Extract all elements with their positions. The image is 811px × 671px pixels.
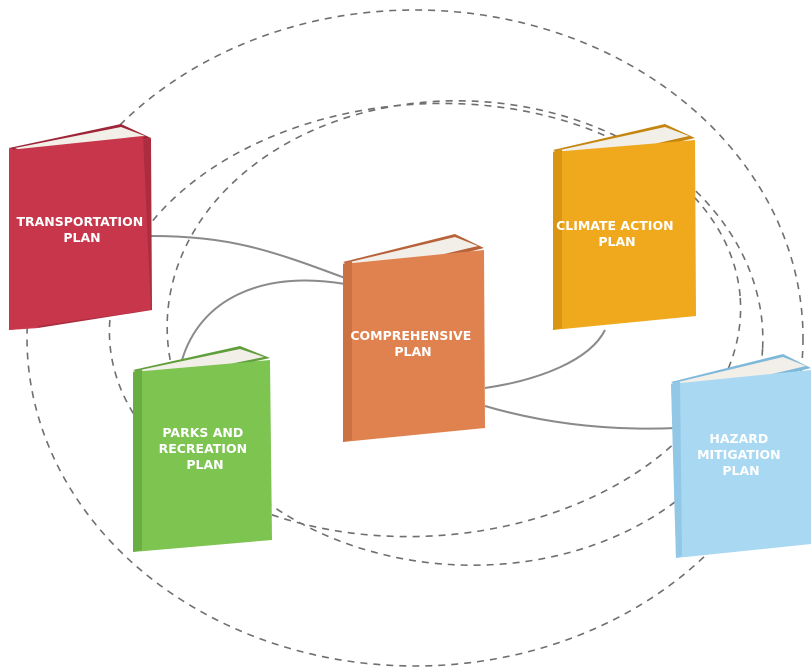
book-climate: CLIMATE ACTION PLAN (553, 124, 696, 330)
label-parks: PARKS AND RECREATION PLAN (159, 425, 252, 472)
connector-climate (484, 329, 606, 389)
label-comprehensive: COMPREHENSIVE PLAN (350, 328, 475, 359)
inner-orbit (166, 99, 764, 567)
label-transportation: TRANSPORTATION PLAN (16, 214, 147, 245)
connector-transportation (149, 235, 346, 279)
label-hazard: HAZARD MITIGATION PLAN (697, 431, 785, 478)
connector-parks (181, 279, 346, 361)
book-parks: PARKS AND RECREATION PLAN (133, 346, 272, 552)
connectors (149, 235, 677, 430)
label-climate: CLIMATE ACTION PLAN (556, 218, 678, 249)
connector-hazard (484, 405, 677, 430)
book-hazard: HAZARD MITIGATION PLAN (671, 354, 811, 558)
book-comprehensive: COMPREHENSIVE PLAN (343, 234, 485, 442)
outer-orbit (26, 9, 804, 667)
book-transportation: TRANSPORTATION PLAN (9, 124, 152, 330)
